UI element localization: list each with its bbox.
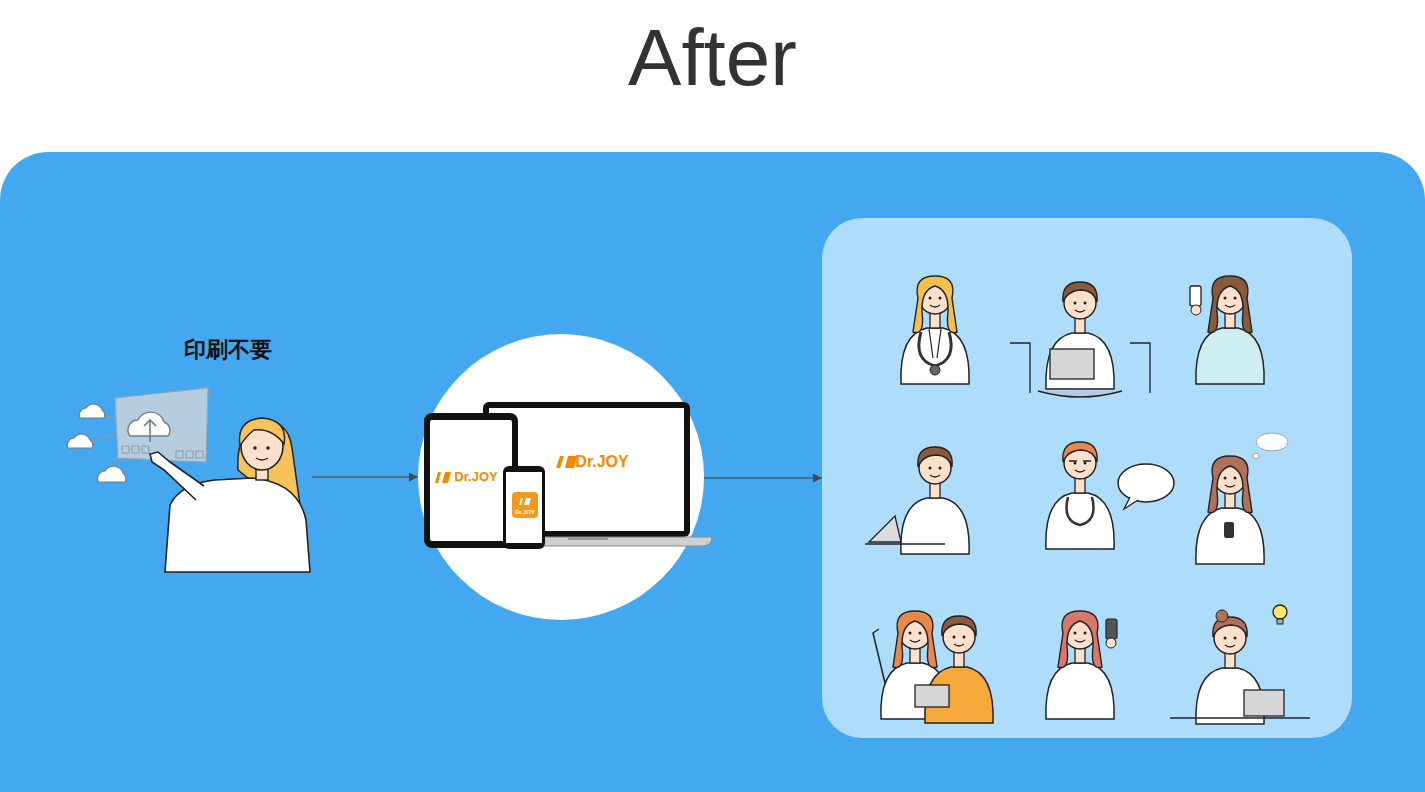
small-clouds-part [79,404,104,418]
logo-text: Dr.JOY [515,509,535,516]
woman-hair-front [239,418,284,446]
small-clouds-part [97,466,125,482]
laptop-part [556,456,577,468]
diagram-title: After [0,18,1425,98]
tablet-part [430,420,512,541]
logo-text: Dr.JOY [575,453,628,471]
colleagues-part [915,685,949,707]
woman-idea [1170,605,1310,724]
woman-eye [253,446,257,450]
screen-cloud [128,412,170,436]
doctor-man-part [1046,447,1114,549]
man-laptop-part [1050,349,1094,379]
man-laptop-part [1046,287,1114,389]
flow-arrow [312,476,418,477]
tablet-part [435,472,451,483]
doctor-woman-part [919,332,951,366]
screen-icons-part [122,446,129,453]
woman-thinking-part [1256,433,1288,451]
doctor-woman-part [913,276,957,333]
circle-outline [418,334,704,620]
man-typing-part [901,452,969,554]
woman-thinking [1196,433,1288,564]
woman-arm [150,452,204,500]
colleagues-part-part [873,629,885,683]
small-clouds-part [67,434,92,448]
flow-arrow [704,477,822,478]
logo-text: Dr.JOY [454,470,497,484]
doctor-man-part [1067,497,1094,525]
woman-selfie-part [1106,619,1117,639]
doctor-man-part [1118,464,1174,502]
screen-icons-part [196,451,203,458]
screen-icons-part [142,446,149,453]
man-typing [865,447,969,554]
woman-phone-part [1196,282,1264,384]
doctor-woman [901,276,969,384]
doctor-woman-part [930,365,940,375]
woman-selfie-part [1058,611,1102,668]
man-laptop [1010,282,1150,397]
smartphone-part [512,492,538,518]
users-panel [822,218,1352,738]
doctor-woman-part [901,282,969,384]
smartphone [503,466,545,549]
screen-icons-part [186,451,193,458]
woman-idea-part [1277,619,1283,624]
doctor-man-part [1124,497,1138,509]
doctor-man-part [1069,460,1091,462]
screen-icons-part [132,446,139,453]
users-illustration [822,218,1352,738]
woman-selfie-part [1106,638,1116,648]
woman-thinking-part [1253,453,1259,459]
colleagues-part-part [942,616,976,636]
woman-selfie-part [1046,617,1114,719]
woman-eye [266,446,270,450]
colleagues-part-part [893,611,937,668]
colleagues [873,611,993,723]
woman-idea-part [1273,605,1287,619]
smartphone-part [503,466,545,549]
screen-icons-part [176,451,183,458]
doctor-woman-part [929,329,941,358]
upload-arrow [144,420,156,442]
smartphone-part [506,472,542,543]
man-typing-part [869,516,901,542]
woman-selfie [1046,611,1117,719]
woman-phone-part [1190,286,1201,306]
woman-thinking-part [1208,456,1252,513]
woman-phone-part [1208,276,1252,333]
cloud-woman-illustration [67,388,310,572]
woman-phone [1190,276,1264,384]
laptop-part [568,537,608,540]
woman-idea-part [1244,690,1284,716]
woman-idea-part [1216,610,1228,622]
man-typing-part [918,447,952,467]
doctor-man [1046,442,1174,549]
devices-circle: Dr.JOY Dr.JOY Dr.JOY [418,334,704,620]
woman-idea-part [1170,717,1310,718]
doctor-man-part [1063,442,1097,462]
blue-panel [0,152,1425,792]
colleagues-part-part [925,621,993,723]
colleagues-part [873,611,949,719]
man-laptop-part [1038,391,1122,397]
colleagues-part-part [881,617,949,719]
step-label: 印刷不要 [184,338,272,362]
woman-phone-part [1191,305,1201,315]
woman-smile [256,458,268,460]
woman-thinking-part [1224,522,1234,538]
print-free-step: 印刷不要 [144,332,312,572]
smartphone-part [519,498,531,505]
man-typing-part [865,543,945,544]
touch-screen [115,388,208,462]
man-laptop-part [1063,282,1097,302]
woman-thinking-part [1196,462,1264,564]
